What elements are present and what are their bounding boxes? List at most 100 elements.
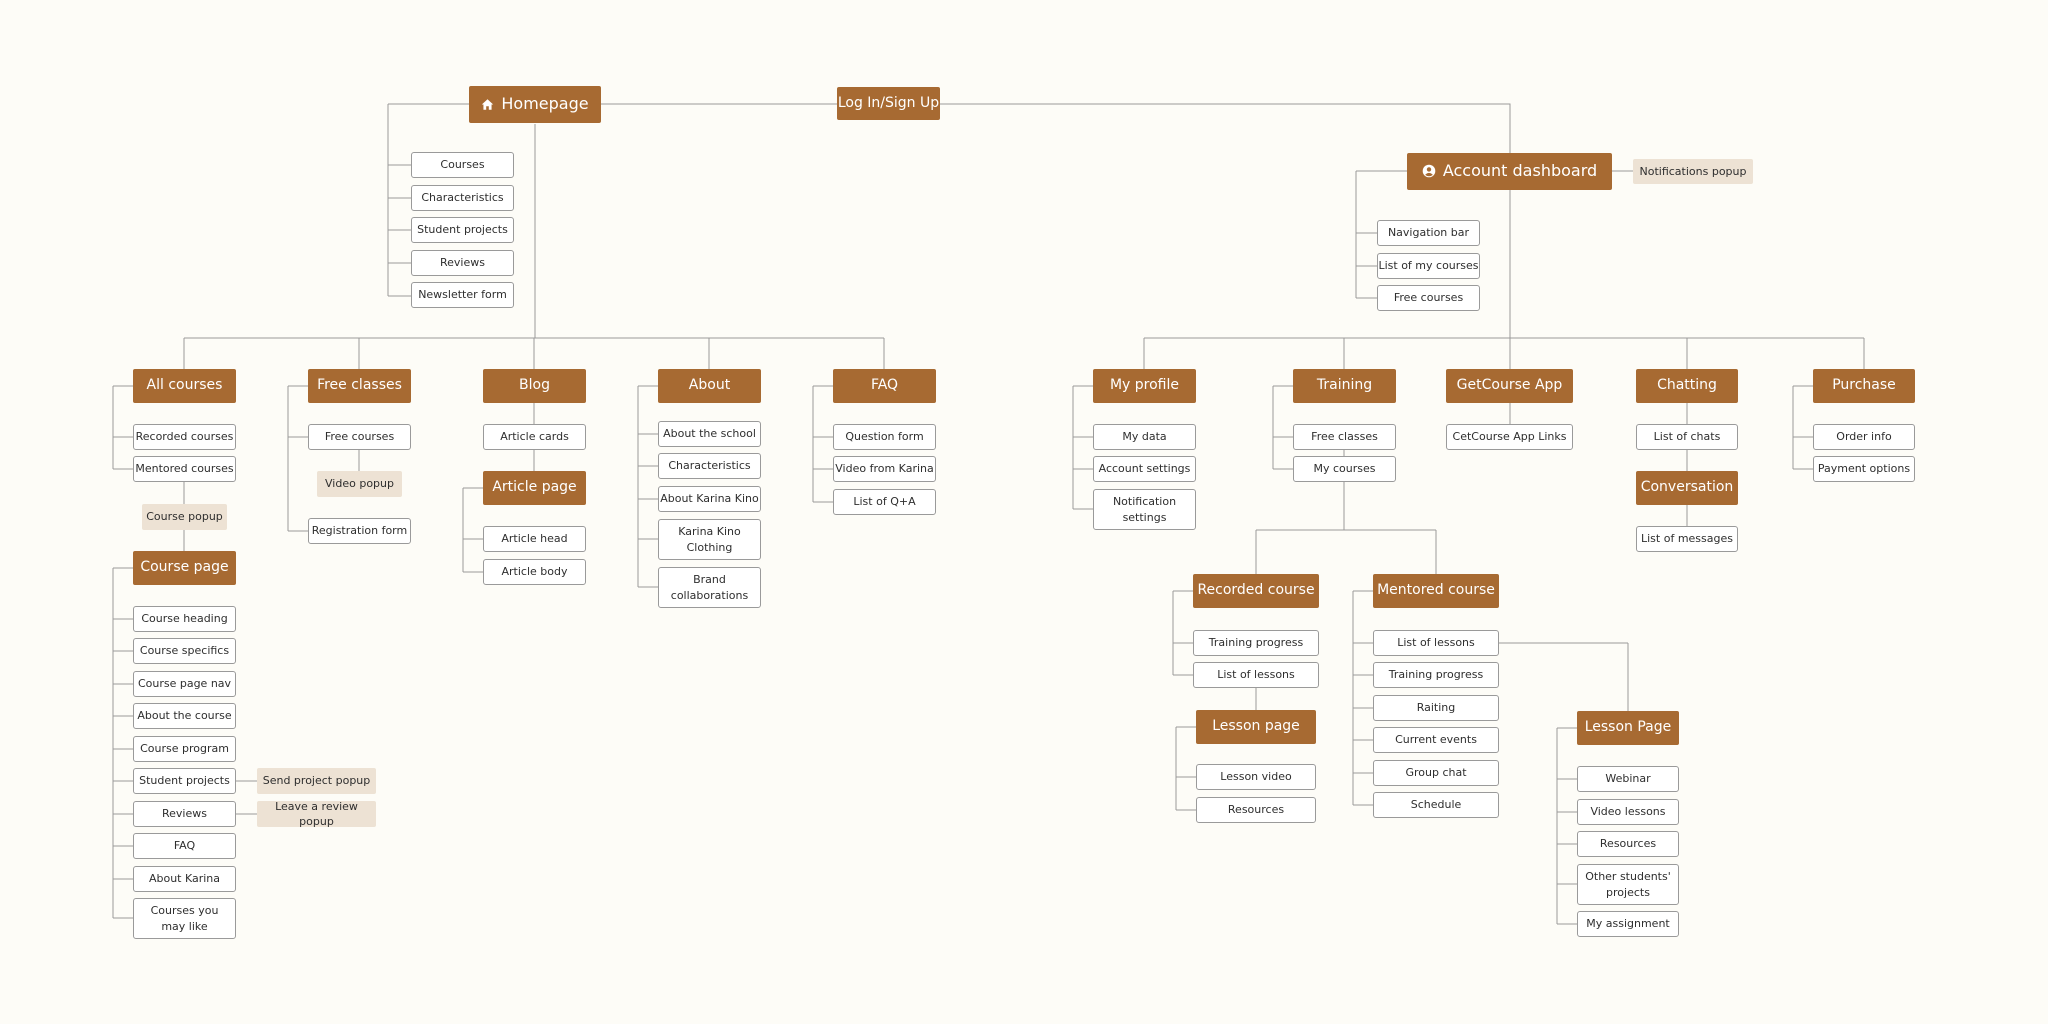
node-video-popup: Video popup xyxy=(317,471,402,497)
node-label: Video popup xyxy=(325,477,394,491)
node-mp-account: Account settings xyxy=(1093,456,1196,482)
node-label: Conversation xyxy=(1640,479,1734,496)
node-rc-lessons: List of lessons xyxy=(1193,662,1319,688)
node-ch-list: List of chats xyxy=(1636,424,1738,450)
node-notifications-popup: Notifications popup xyxy=(1633,159,1753,184)
node-label: Payment options xyxy=(1817,462,1911,476)
node-label: Brand collaborations xyxy=(670,573,749,602)
node-hp-reviews: Reviews xyxy=(411,250,514,276)
node-label: About Karina xyxy=(148,872,221,886)
node-label: Schedule xyxy=(1410,798,1462,812)
node-hp-courses: Courses xyxy=(411,152,514,178)
node-article-body: Article body xyxy=(483,559,586,585)
node-label: Send project popup xyxy=(262,774,371,788)
node-lm-assignment: My assignment xyxy=(1577,911,1679,937)
node-cp-reviews: Reviews xyxy=(133,801,236,827)
node-label: My assignment xyxy=(1586,917,1670,931)
node-label: Navigation bar xyxy=(1387,226,1470,240)
node-label: Training progress xyxy=(1208,636,1304,650)
node-lesson-page-mc: Lesson Page xyxy=(1577,711,1679,745)
node-label: Free courses xyxy=(324,430,395,444)
node-label: Course program xyxy=(140,742,229,756)
node-label: Chatting xyxy=(1657,377,1717,394)
node-faq-video: Video from Karina xyxy=(833,456,936,482)
node-label: Blog xyxy=(519,377,550,394)
node-label: Free classes xyxy=(317,377,402,394)
node-label: Course page nav xyxy=(137,677,232,691)
node-label: GetCourse App xyxy=(1456,377,1563,394)
node-mc-schedule: Schedule xyxy=(1373,792,1499,818)
node-label: Leave a review popup xyxy=(275,799,358,828)
node-lm-resources: Resources xyxy=(1577,831,1679,857)
node-label: Courses xyxy=(440,158,485,172)
node-fc-registration: Registration form xyxy=(308,518,411,544)
node-cp-specifics: Course specifics xyxy=(133,638,236,664)
node-label: Article head xyxy=(501,532,568,546)
node-hp-characteristics: Characteristics xyxy=(411,185,514,211)
connector-line xyxy=(601,103,1511,153)
node-label: FAQ xyxy=(173,839,196,853)
node-purchase: Purchase xyxy=(1813,369,1915,403)
node-homepage: Homepage xyxy=(469,86,601,123)
node-label: All courses xyxy=(146,377,223,394)
node-mp-notif: Notification settings xyxy=(1093,489,1196,530)
node-label: Lesson Page xyxy=(1584,719,1672,736)
node-label: Account dashboard xyxy=(1442,161,1598,181)
node-label: Account settings xyxy=(1098,462,1191,476)
node-account-dashboard: Account dashboard xyxy=(1407,153,1612,190)
node-cp-heading: Course heading xyxy=(133,606,236,632)
node-label: Current events xyxy=(1395,733,1477,747)
node-cp-program: Course program xyxy=(133,736,236,762)
node-label: Webinar xyxy=(1605,772,1651,786)
node-ab-brand: Brand collaborations xyxy=(658,567,761,608)
node-mc-group-chat: Group chat xyxy=(1373,760,1499,786)
node-label: Question form xyxy=(845,430,924,444)
node-label: Notifications popup xyxy=(1639,164,1747,178)
node-label: Training progress xyxy=(1388,668,1484,682)
node-label: Recorded course xyxy=(1197,582,1315,599)
node-label: Free classes xyxy=(1311,430,1378,444)
node-hp-student-projects: Student projects xyxy=(411,217,514,243)
node-tr-free-classes: Free classes xyxy=(1293,424,1396,450)
node-recorded-course: Recorded course xyxy=(1193,574,1319,608)
node-article-head: Article head xyxy=(483,526,586,552)
node-label: Purchase xyxy=(1832,377,1896,394)
node-article-cards: Article cards xyxy=(483,424,586,450)
node-my-profile: My profile xyxy=(1093,369,1196,403)
node-label: Course heading xyxy=(141,612,228,626)
node-conversation: Conversation xyxy=(1636,471,1738,505)
node-ac-recorded: Recorded courses xyxy=(133,424,236,450)
node-label: List of lessons xyxy=(1397,636,1475,650)
node-pu-payment: Payment options xyxy=(1813,456,1915,482)
node-mp-data: My data xyxy=(1093,424,1196,450)
node-send-project-popup: Send project popup xyxy=(257,768,376,794)
node-blog: Blog xyxy=(483,369,586,403)
node-label: Training xyxy=(1316,377,1373,394)
node-rc-progress: Training progress xyxy=(1193,630,1319,656)
node-label: Article body xyxy=(501,565,568,579)
node-label: CetCourse App Links xyxy=(1452,430,1567,444)
node-label: Homepage xyxy=(501,94,589,114)
node-lp-video: Lesson video xyxy=(1196,764,1316,790)
node-label: My data xyxy=(1122,430,1167,444)
node-cp-about: About the course xyxy=(133,703,236,729)
node-label: Resources xyxy=(1227,803,1285,817)
home-icon xyxy=(481,98,494,111)
node-ac-mentored: Mentored courses xyxy=(133,456,236,482)
node-ad-free-courses: Free courses xyxy=(1377,285,1480,311)
node-label: List of lessons xyxy=(1217,668,1295,682)
node-lp-resources: Resources xyxy=(1196,797,1316,823)
node-label: About Karina Kino xyxy=(660,492,759,506)
node-cp-nav: Course page nav xyxy=(133,671,236,697)
node-label: Mentored course xyxy=(1377,582,1495,599)
node-label: Student projects xyxy=(417,223,508,237)
node-label: Newsletter form xyxy=(418,288,507,302)
node-label: Course popup xyxy=(146,510,223,524)
node-label: About the school xyxy=(663,427,756,441)
node-course-page: Course page xyxy=(133,551,236,585)
node-label: Video from Karina xyxy=(835,462,934,476)
node-mc-lessons: List of lessons xyxy=(1373,630,1499,656)
node-label: Recorded courses xyxy=(135,430,234,444)
node-label: My courses xyxy=(1313,462,1376,476)
